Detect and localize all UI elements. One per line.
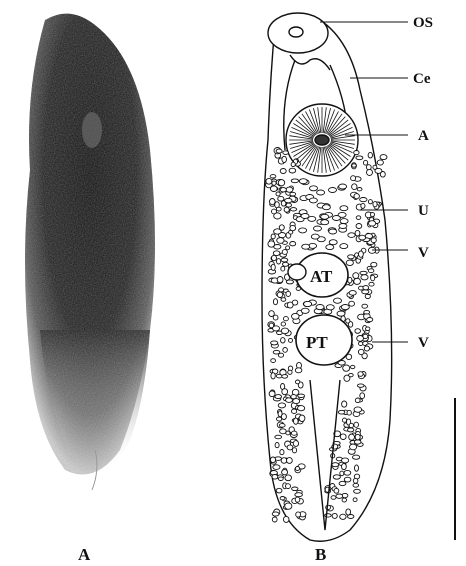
label-a: A: [418, 128, 429, 144]
label-at: AT: [310, 267, 333, 286]
label-ce: Ce: [413, 71, 431, 87]
panel-label-b: B: [315, 545, 326, 564]
panel-label-a: A: [78, 545, 91, 564]
label-os: OS: [413, 15, 433, 31]
label-v-2: V: [418, 335, 429, 351]
specimen-photo: [25, 14, 155, 490]
label-v-1: V: [418, 245, 429, 261]
label-pt: PT: [306, 333, 328, 352]
label-u: U: [418, 203, 429, 219]
oral-sucker: [268, 13, 328, 53]
